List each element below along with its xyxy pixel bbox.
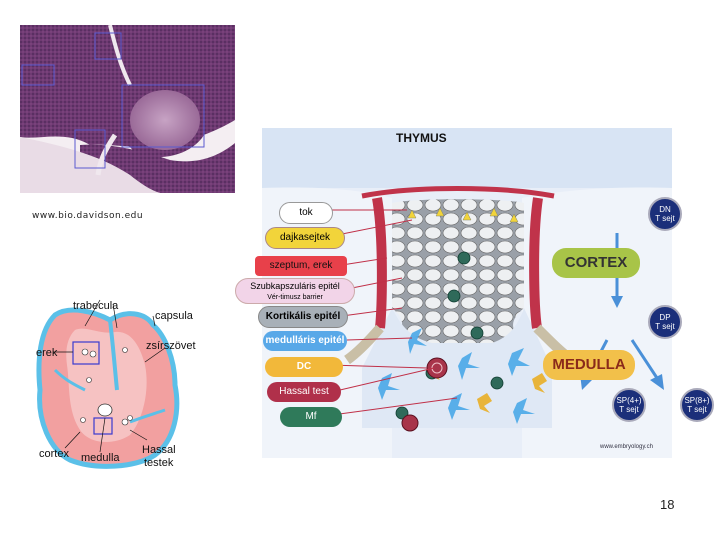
sp4-t-cell: SP(4+)T sejt — [612, 388, 646, 422]
label-medullaris-epitel: medulláris epitél — [263, 331, 347, 351]
label-szubkapszularis-group: Szubkapszuláris epitél Vér-timusz barrie… — [235, 278, 355, 304]
zone-medulla: MEDULLA — [543, 350, 635, 380]
label-szubkapszularis: Szubkapszuláris epitél — [250, 281, 340, 291]
sp4-sublabel: T sejt — [619, 405, 639, 414]
label-dc: DC — [265, 357, 343, 377]
zone-cortex: CORTEX — [552, 248, 640, 278]
label-ver-timusz-barrier: Vér-timusz barrier — [267, 294, 323, 301]
sp8-label: SP(8+) — [684, 396, 710, 405]
label-dajkasejtek: dajkasejtek — [265, 227, 345, 249]
label-capsula: capsula — [155, 310, 193, 322]
dp-sublabel: T sejt — [655, 322, 675, 331]
thymus-micrograph — [20, 25, 235, 193]
label-medulla: medulla — [81, 452, 120, 464]
label-hassal-line2: testek — [144, 457, 174, 469]
sp8-sublabel: T sejt — [687, 405, 707, 414]
label-tok: tok — [279, 202, 333, 224]
label-kortikalis-epitel: Kortikális epitél — [258, 306, 348, 328]
diagram-source: www.embryology.ch — [600, 444, 653, 450]
label-hassal-line1: Hassal — [142, 444, 176, 456]
thymus-lobule-diagram — [36, 299, 180, 469]
micrograph-credit: www.bio.davidson.edu — [32, 211, 144, 221]
page-number: 18 — [660, 497, 675, 512]
label-trabecula: trabecula — [73, 300, 119, 312]
label-hassal-test: Hassal test — [267, 382, 341, 402]
label-erek: erek — [36, 347, 58, 359]
sp8-t-cell: SP(8+)T sejt — [680, 388, 714, 422]
label-szeptum-erek: szeptum, erek — [255, 256, 347, 276]
label-cortex: cortex — [39, 448, 69, 460]
sp4-label: SP(4+) — [616, 396, 642, 405]
dp-label: DP — [659, 313, 671, 322]
dn-sublabel: T sejt — [655, 214, 675, 223]
label-zsirszovet: zsírszövet — [146, 340, 196, 352]
label-mf: Mf — [280, 407, 342, 427]
dn-label: DN — [659, 205, 671, 214]
thymus-title: THYMUS — [396, 131, 447, 145]
